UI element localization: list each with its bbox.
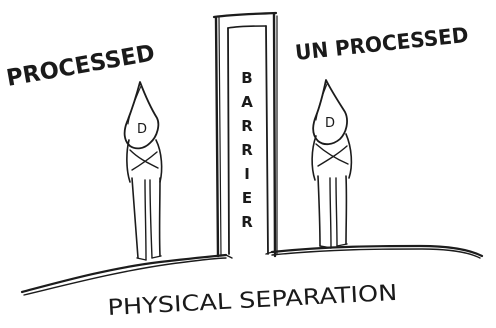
barrier-letter: E bbox=[242, 189, 252, 207]
unprocessed-label: UN PROCESSED bbox=[294, 23, 470, 65]
barrier-letter: R bbox=[241, 117, 253, 135]
processed-label: PROCESSED bbox=[5, 40, 157, 92]
barrier-letter: I bbox=[244, 165, 250, 183]
barrier-letter: B bbox=[241, 69, 252, 87]
barrier-letter: R bbox=[241, 213, 253, 231]
barrier-letter: A bbox=[241, 93, 253, 111]
figure-mark-right: D bbox=[325, 116, 335, 131]
person-figure-left bbox=[125, 82, 162, 260]
barrier-letter: R bbox=[241, 141, 253, 159]
figure-mark-left: D bbox=[137, 122, 147, 137]
physical-separation-caption: PHYSICAL SEPARATION bbox=[107, 281, 398, 321]
person-figure-right bbox=[312, 80, 351, 248]
